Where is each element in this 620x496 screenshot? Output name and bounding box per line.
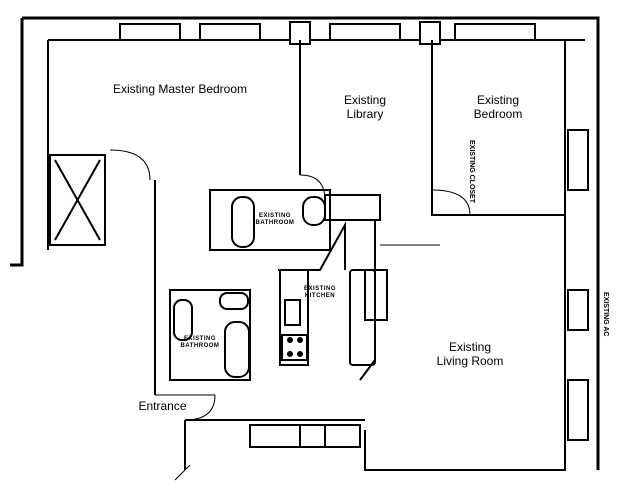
living-line1: Existing xyxy=(448,340,492,354)
fixture-label-kitchen: EXISTING KITCHEN xyxy=(290,286,350,300)
kitchen-line2: KITCHEN xyxy=(304,293,336,299)
upper-bath-line2: BATHROOM xyxy=(255,220,295,226)
room-label-entrance: Entrance xyxy=(138,399,187,413)
fixture-label-closet: EXISTING CLOSET xyxy=(468,140,475,204)
room-label-master-bedroom: Existing Master Bedroom xyxy=(112,82,248,96)
kitchen-line1: EXISTING xyxy=(303,286,336,292)
outer-wall-top xyxy=(22,16,600,470)
room-label-living-room: Existing Living Room xyxy=(425,340,515,368)
library-line2: Library xyxy=(346,107,384,121)
room-label-library: Existing Library xyxy=(330,93,400,121)
fixture-label-upper-bathroom: EXISTING BATHROOM xyxy=(245,213,305,227)
library-line1: Existing xyxy=(343,93,387,107)
bedroom-line1: Existing xyxy=(476,93,520,107)
outer-wall-left xyxy=(10,18,24,267)
living-line2: Living Room xyxy=(436,354,504,368)
fixture-label-lower-bathroom: EXISTING BATHROOM xyxy=(175,336,225,350)
room-label-bedroom: Existing Bedroom xyxy=(463,93,533,121)
lower-bath-line1: EXISTING xyxy=(183,336,216,342)
lower-bath-line2: BATHROOM xyxy=(180,343,220,349)
bedroom-line2: Bedroom xyxy=(473,107,523,121)
upper-bath-line1: EXISTING xyxy=(258,213,291,219)
fixture-label-ac: EXISTING AC xyxy=(602,292,609,337)
